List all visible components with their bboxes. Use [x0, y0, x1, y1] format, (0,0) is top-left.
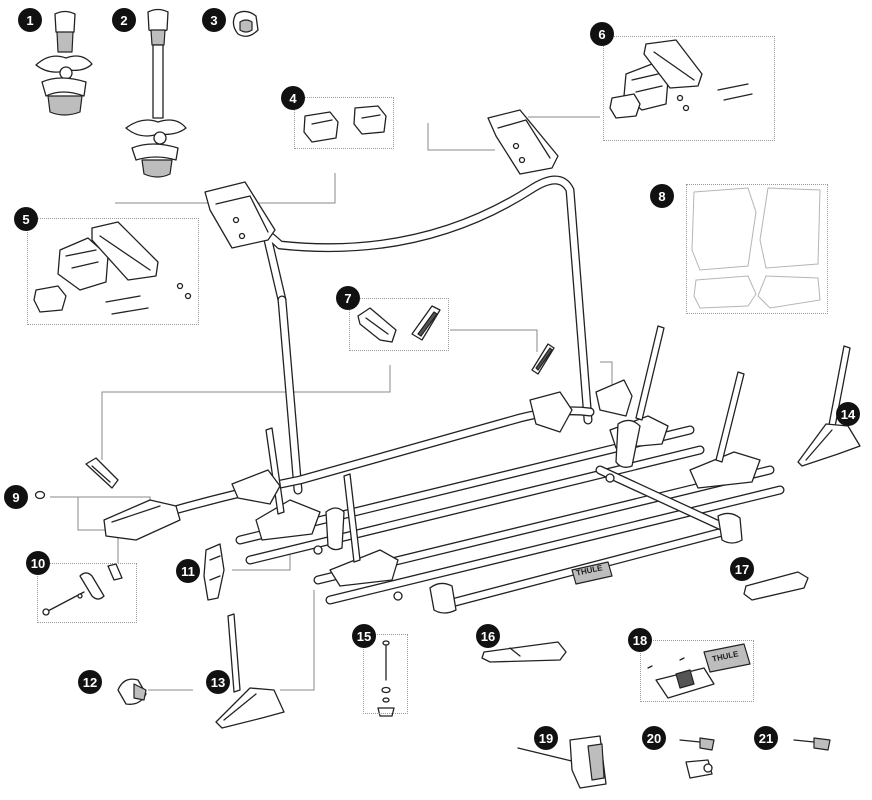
part-4-end-caps — [303, 105, 387, 143]
part-badge-6: 6 — [590, 22, 614, 46]
box-part-7 — [349, 298, 449, 351]
part-badge-10: 10 — [26, 551, 50, 575]
part-badge-12: 12 — [78, 670, 102, 694]
part-15-bolt-kit — [377, 640, 395, 717]
box-part-8 — [686, 184, 828, 314]
part-badge-7: 7 — [336, 286, 360, 310]
part-badge-13: 13 — [206, 670, 230, 694]
part-badge-18: 18 — [628, 628, 652, 652]
part-3-knob — [232, 10, 259, 37]
box-part-10 — [37, 563, 137, 623]
part-8-protective-stickers — [691, 187, 821, 309]
part-10-bolt-kit — [42, 563, 123, 616]
part-11-clamp — [203, 543, 225, 601]
part-badge-14: 14 — [836, 402, 860, 426]
part-18-light-kit — [647, 643, 751, 699]
part-20-key-and-lock — [679, 737, 715, 779]
part-badge-8: 8 — [650, 184, 674, 208]
box-part-15 — [363, 634, 408, 714]
part-badge-17: 17 — [730, 557, 754, 581]
part-1-frame-holder-short — [35, 10, 93, 116]
box-part-5 — [27, 218, 199, 325]
part-7-clamp-arms — [357, 305, 441, 343]
part-badge-19: 19 — [534, 726, 558, 750]
box-part-6 — [603, 36, 775, 141]
part-badge-3: 3 — [202, 8, 226, 32]
part-badge-11: 11 — [176, 559, 200, 583]
part-badge-1: 1 — [18, 8, 42, 32]
part-badge-4: 4 — [281, 86, 305, 110]
part-13-wheel-holder-with-arm — [215, 613, 285, 729]
part-9-spacer — [34, 490, 46, 500]
part-badge-16: 16 — [476, 624, 500, 648]
part-badge-15: 15 — [352, 624, 376, 648]
part-2-frame-holder-long — [125, 8, 187, 178]
part-5-top-mount-kit — [33, 221, 192, 315]
part-badge-5: 5 — [14, 207, 38, 231]
leader-lines — [50, 116, 613, 691]
part-badge-21: 21 — [754, 726, 778, 750]
part-badge-9: 9 — [4, 485, 28, 509]
part-16-strap — [481, 641, 567, 663]
box-part-18 — [640, 640, 754, 702]
box-part-4 — [294, 97, 394, 149]
main-carrier-frame — [85, 109, 785, 614]
part-17-strap — [743, 571, 809, 601]
part-badge-2: 2 — [112, 8, 136, 32]
part-19-license-plate-holder — [517, 735, 607, 789]
part-14-wheel-holder-with-arm — [797, 345, 861, 467]
part-6-top-mount-kit — [609, 39, 753, 119]
part-12-cap — [117, 678, 147, 705]
part-badge-20: 20 — [642, 726, 666, 750]
part-21-key — [793, 737, 831, 751]
